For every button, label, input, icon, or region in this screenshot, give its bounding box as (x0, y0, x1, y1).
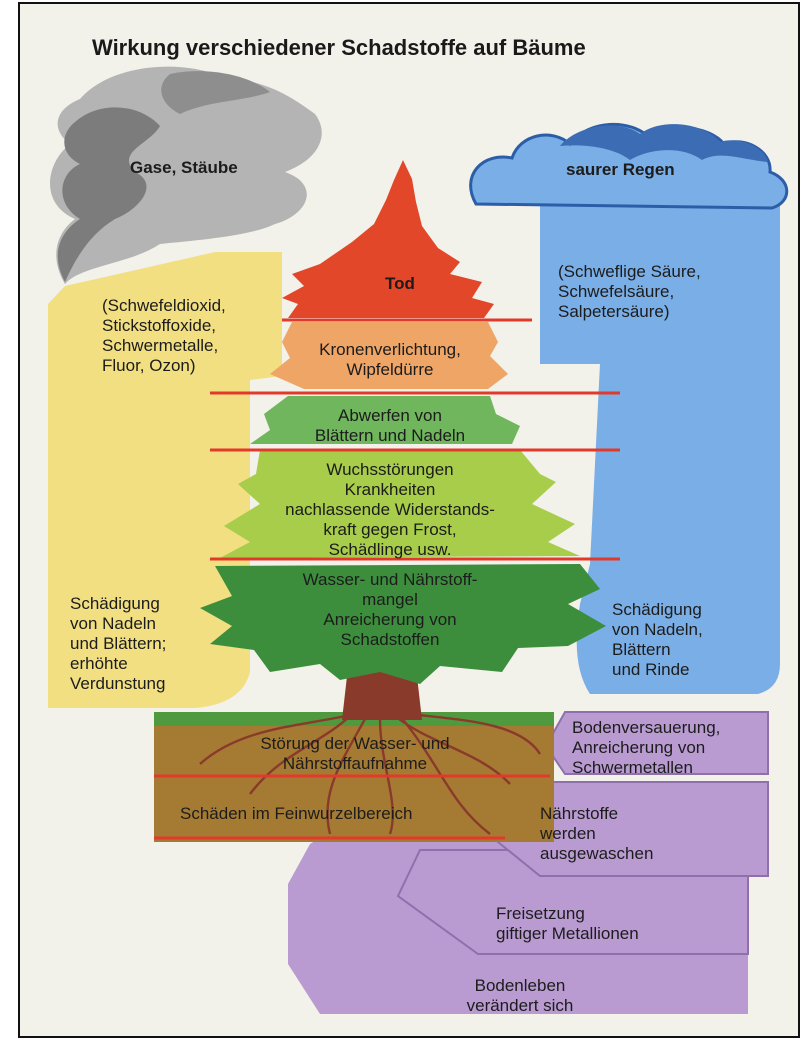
tree-stage-3-shape (250, 396, 520, 444)
figure-title: Wirkung verschiedener Schadstoffe auf Bä… (92, 35, 586, 60)
tree-stage-4-shape (220, 450, 580, 558)
soil-stage-1-label: Störung der Wasser- und Nährstoffaufnahm… (260, 734, 450, 773)
acid-rain-path-band (540, 194, 780, 694)
diagram-artwork (48, 66, 789, 1014)
figure-frame (18, 2, 800, 1038)
stage-dividers (154, 318, 620, 840)
smoke-cloud-dark-2 (161, 71, 270, 114)
tree-stage-2-label: Kronenverlichtung, Wipfeldürre (319, 340, 461, 379)
gas-path-band (48, 252, 282, 708)
soil-effect-4-label: Bodenleben verändert sich (466, 976, 574, 1015)
figure-paper: Wirkung verschiedener Schadstoffe auf Bä… (20, 4, 798, 1036)
soil-effect-3-label: Freisetzung giftiger Metallionen (496, 904, 639, 943)
soil-stage-2-label: Schäden im Feinwurzelbereich (180, 804, 413, 823)
tree-stage-2-shape (270, 322, 508, 389)
roots (199, 712, 542, 835)
tree-stage-4-label: Wuchsstörungen Krankheiten nachlassende … (285, 460, 495, 559)
soil-effect-1-label: Bodenversauerung, Anreicherung von Schwe… (572, 718, 721, 777)
tree-stage-5-shape (200, 564, 606, 684)
gas-substances-text: (Schwefeldioxid, Stickstoffoxide, Schwer… (102, 296, 226, 375)
soil-effect-2-label: Nährstoffe werden ausgewaschen (540, 804, 654, 863)
tree-stage-1-shape (282, 160, 494, 318)
smoke-cloud-dark (57, 107, 160, 282)
rain-substances-text: (Schweflige Säure, Schwefelsäure, Salpet… (558, 262, 701, 321)
gas-effect-text: Schädigung von Nadeln und Blättern; erhö… (70, 594, 167, 693)
soil-effect-band-1 (544, 711, 769, 775)
tree-stage-1-label: Tod (385, 274, 415, 293)
rain-effect-text: Schädigung von Nadeln, Blättern und Rind… (612, 600, 703, 679)
tree-stage-5-label: Wasser- und Nährstoff- mangel Anreicheru… (302, 570, 478, 649)
gas-source-heading: Gase, Stäube (130, 158, 238, 177)
tree-stage-3-label: Abwerfen von Blättern und Nadeln (314, 406, 466, 445)
rain-cloud-dark (560, 124, 768, 162)
rain-source-heading: saurer Regen (566, 160, 675, 179)
